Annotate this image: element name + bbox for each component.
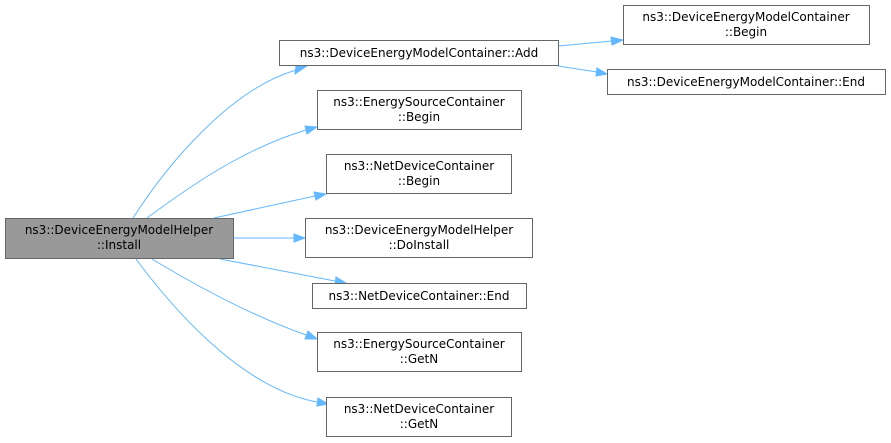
node-dem-add[interactable]: ns3::DeviceEnergyModelContainer::Add [279,40,559,66]
node-ndc-begin-line-2: ::Begin [398,174,440,188]
node-install-line-2: ::Install [97,238,141,252]
node-dem-add-box [279,40,559,66]
node-dem-begin[interactable]: ns3::DeviceEnergyModelContainer ::Begin [623,5,870,45]
edge-install-to-ndc-begin [213,195,316,219]
node-ndc-begin-box [326,154,512,194]
node-esc-getn[interactable]: ns3::EnergySourceContainer ::GetN [317,332,522,372]
node-dem-end-line-1: ns3::DeviceEnergyModelContainer::End [627,75,865,89]
node-ndc-getn[interactable]: ns3::NetDeviceContainer ::GetN [326,397,512,437]
node-install-line-1: ns3::DeviceEnergyModelHelper [25,223,213,237]
edge-add-to-dem-begin [557,40,613,47]
node-install[interactable]: ns3::DeviceEnergyModelHelper ::Install [5,218,234,259]
node-dem-begin-box [623,5,870,45]
edge-install-to-ndc-begin-arrowhead [313,191,328,201]
edge-add-to-dem-begin-arrowhead [610,36,625,46]
node-ndc-end-box [312,283,527,309]
node-ndc-getn-line-2: ::GetN [400,417,438,431]
node-ndc-end[interactable]: ns3::NetDeviceContainer::End [312,283,527,309]
edge-install-to-ndc-end [219,258,336,282]
edge-install-to-doinstall-arrowhead [293,233,307,243]
edge-install-to-add [132,69,297,219]
edge-install-to-esc-getn [151,258,307,336]
node-demh-doinstall[interactable]: ns3::DeviceEnergyModelHelper ::DoInstall [305,218,533,258]
node-ndc-begin-line-1: ns3::NetDeviceContainer [344,159,494,173]
node-ndc-end-line-1: ns3::NetDeviceContainer::End [328,289,509,303]
node-esc-begin[interactable]: ns3::EnergySourceContainer ::Begin [317,90,522,130]
node-demh-doinstall-line-2: ::DoInstall [389,238,450,252]
edge-install-to-add-arrowhead [294,65,309,76]
node-esc-getn-line-1: ns3::EnergySourceContainer [333,337,505,351]
node-esc-begin-line-2: ::Begin [398,110,440,124]
edges [132,36,625,407]
node-esc-begin-line-1: ns3::EnergySourceContainer [333,95,505,109]
node-demh-doinstall-line-1: ns3::DeviceEnergyModelHelper [325,223,513,237]
edge-add-to-dem-end [557,65,598,73]
edge-install-to-esc-begin [146,129,307,219]
node-esc-getn-box [317,332,522,372]
node-dem-add-line-1: ns3::DeviceEnergyModelContainer::Add [300,46,538,60]
edge-install-to-ndc-getn-arrowhead [316,397,330,407]
node-ndc-getn-line-1: ns3::NetDeviceContainer [344,402,494,416]
node-demh-doinstall-box [305,218,533,258]
node-dem-end-box [607,69,886,95]
edge-install-to-esc-begin-arrowhead [304,125,319,135]
edge-install-to-esc-getn-arrowhead [304,330,319,340]
node-esc-getn-line-2: ::GetN [400,352,438,366]
node-ndc-getn-box [326,397,512,437]
node-dem-begin-line-1: ns3::DeviceEnergyModelContainer [642,10,849,24]
edge-install-to-ndc-getn [135,258,318,403]
node-ndc-begin[interactable]: ns3::NetDeviceContainer ::Begin [326,154,512,194]
node-esc-begin-box [317,90,522,130]
node-install-box [5,218,234,259]
node-dem-begin-line-2: ::Begin [725,25,767,39]
node-dem-end[interactable]: ns3::DeviceEnergyModelContainer::End [607,69,886,95]
edge-add-to-dem-end-arrowhead [595,67,609,77]
